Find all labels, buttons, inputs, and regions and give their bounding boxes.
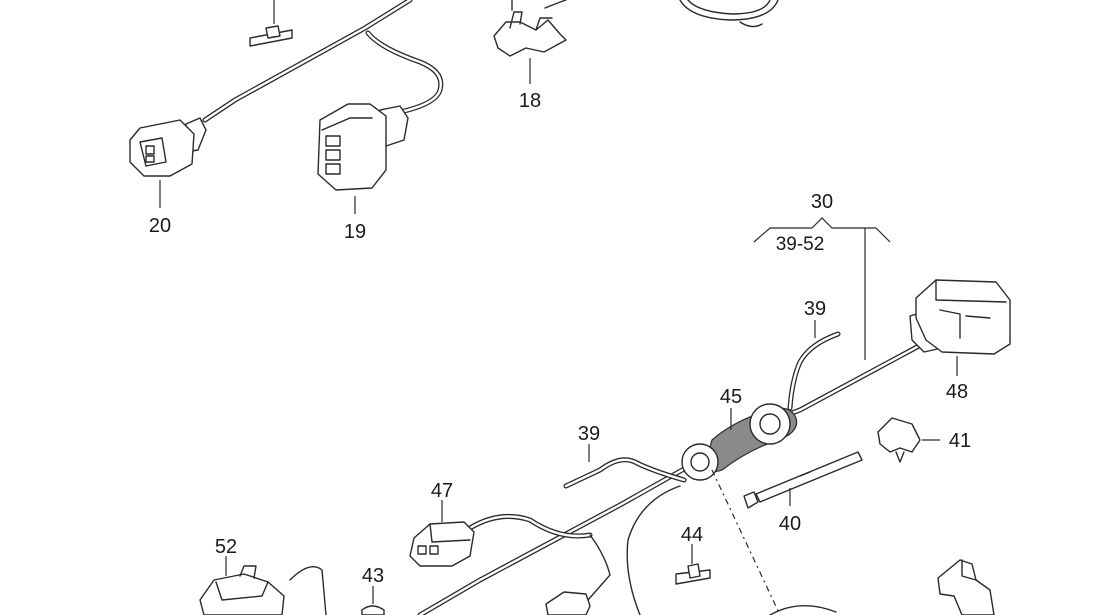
- assembly-bracket: 30 39-52: [753, 191, 891, 360]
- callout-20: 20: [149, 215, 171, 237]
- callout-18: 18: [519, 90, 541, 112]
- ring-part: [769, 604, 837, 615]
- cable-tie-part-40: 40: [743, 451, 863, 535]
- callout-39-52: 39-52: [776, 234, 825, 255]
- callout-40: 40: [779, 513, 801, 535]
- connector-part-20: 20: [129, 117, 207, 237]
- bracket-part: 18: [493, 0, 567, 112]
- callout-39-upper: 39: [804, 298, 826, 320]
- label-39-left: 39: [578, 423, 600, 462]
- clip-part-41: 41: [877, 417, 971, 463]
- callout-30: 30: [811, 191, 833, 213]
- connector-part-48: 48: [909, 279, 1011, 403]
- dash-leader: [711, 469, 781, 615]
- callout-19: 19: [344, 221, 366, 243]
- part-43: 43: [361, 565, 385, 615]
- bracket-bottom-right: [937, 559, 995, 615]
- callout-43: 43: [362, 565, 384, 587]
- callout-52: 52: [215, 536, 237, 558]
- callout-39-left: 39: [578, 423, 600, 445]
- callout-41: 41: [949, 430, 971, 452]
- main-harness-trunk: [289, 331, 933, 615]
- cable-clip-top: [249, 0, 293, 47]
- clip-part-44: 44: [675, 524, 711, 585]
- connector-part-19: 19: [317, 103, 409, 243]
- label-39-upper: 39: [804, 298, 826, 338]
- upper-harness: [202, 0, 444, 123]
- coiled-cable: [679, 0, 779, 28]
- connector-part-47: 47: [409, 480, 475, 567]
- callout-45: 45: [720, 386, 742, 408]
- callout-48: 48: [946, 381, 968, 403]
- callout-47: 47: [431, 480, 453, 502]
- sleeve-part-45: 45: [681, 386, 798, 481]
- connector-part-52: 52: [199, 536, 285, 615]
- callout-44: 44: [681, 524, 703, 546]
- connector-lower-mid: [545, 591, 591, 615]
